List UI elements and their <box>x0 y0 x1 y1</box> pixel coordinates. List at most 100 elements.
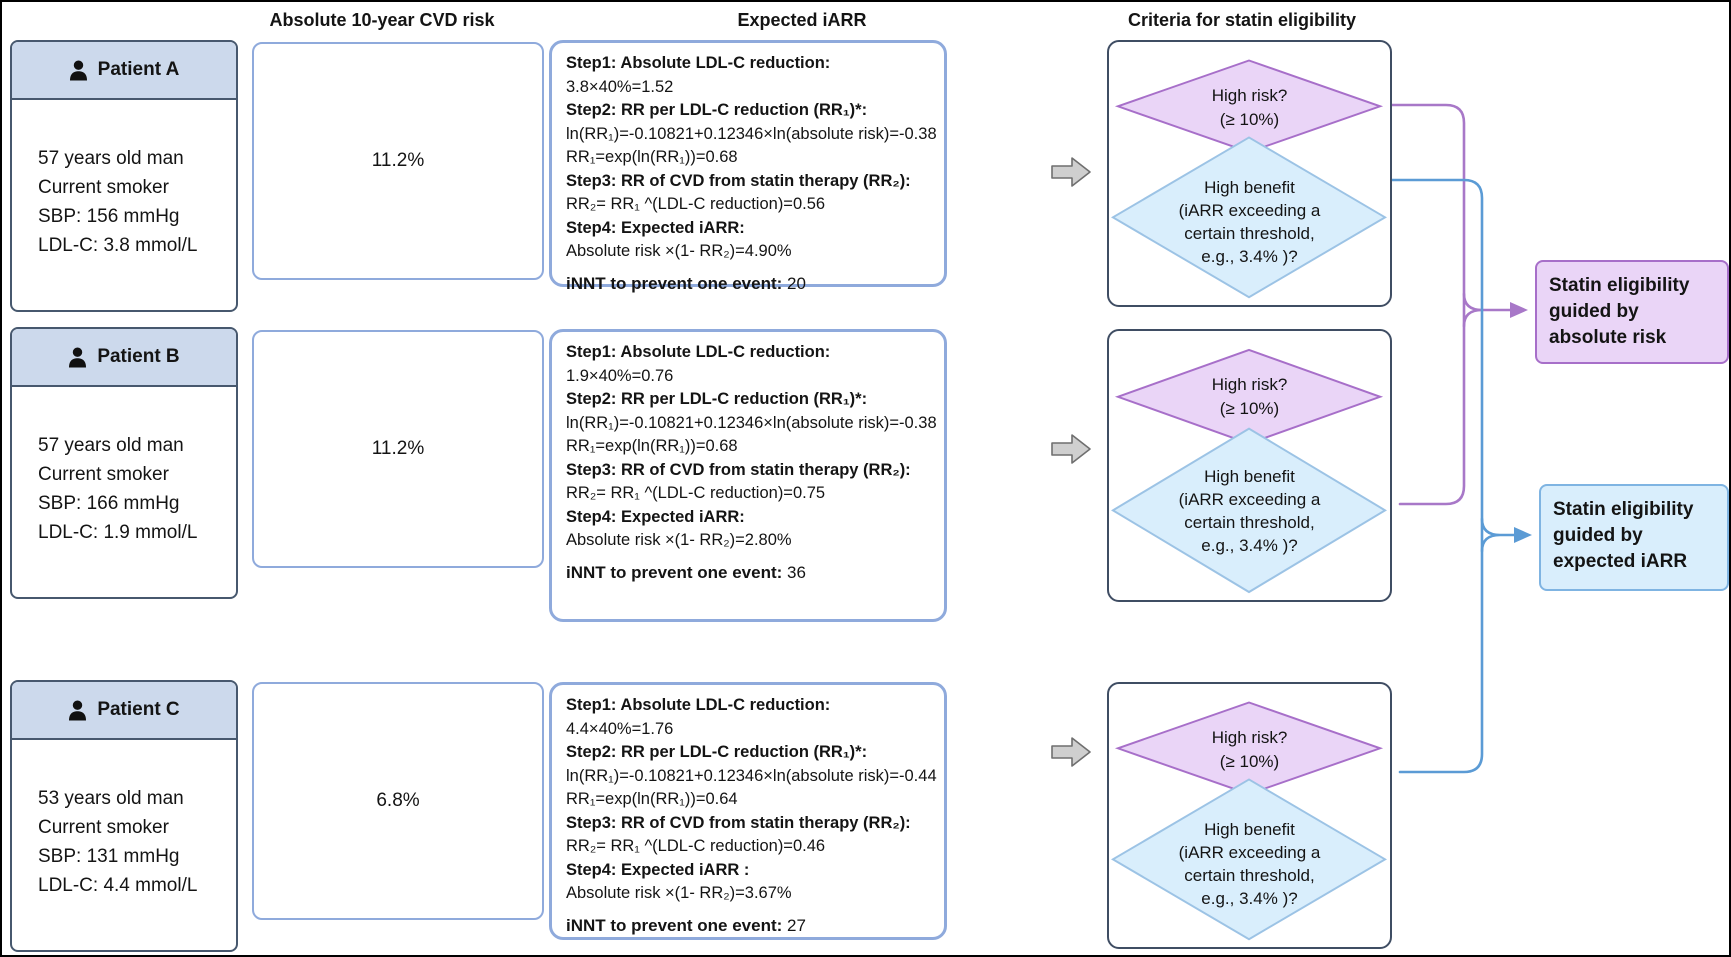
outcome-line: guided by <box>1553 525 1643 546</box>
iarr-step-line: Step4: Expected iARR: <box>566 218 745 237</box>
risk-value: 11.2% <box>371 150 425 171</box>
risk-box: 11.2% <box>252 42 544 280</box>
patient-card-header: Patient A <box>12 42 236 100</box>
criteria-diamonds <box>1111 59 1388 299</box>
innt-value: 36 <box>787 562 806 582</box>
iarr-step-line: Absolute risk ×(1- RR₂)=3.67% <box>566 884 792 902</box>
innt-line: iNNT to prevent one event: 27 <box>566 916 940 936</box>
outcome-line: absolute risk <box>1549 327 1667 348</box>
blue-arrowhead <box>1514 527 1532 543</box>
patient-detail-line: SBP: 166 mmHg <box>38 493 180 514</box>
criteria-box: High risk? (≥ 10%) High benefit (iARR exce… <box>1107 329 1392 602</box>
high-benefit-text-line: e.g., 3.4% )? <box>1201 889 1298 908</box>
person-icon <box>68 347 87 368</box>
iarr-step-line: Absolute risk ×(1- RR₂)=2.80% <box>566 531 792 549</box>
patient-name: Patient B <box>97 346 180 367</box>
patient-card-header: Patient B <box>12 329 236 387</box>
high-benefit-text-line: High benefit <box>1204 467 1295 486</box>
patient-detail-line: SBP: 156 mmHg <box>38 206 180 227</box>
high-benefit-label: High benefit (iARR exceeding a certain thr… <box>1109 465 1390 557</box>
risk-box: 6.8% <box>252 682 544 920</box>
iarr-step-line: 3.8×40%=1.52 <box>566 77 674 96</box>
flow-arrow-icon <box>1051 434 1091 464</box>
innt-label: iNNT to prevent one event: <box>566 562 783 582</box>
patient-detail-line: LDL-C: 4.4 mmol/L <box>38 875 198 896</box>
iarr-step-line: Step3: RR of CVD from statin therapy (RR… <box>566 171 911 190</box>
high-benefit-text-line: e.g., 3.4% )? <box>1201 536 1298 555</box>
high-benefit-text-line: (iARR exceeding a <box>1178 201 1321 220</box>
high-benefit-text-line: High benefit <box>1204 178 1295 197</box>
iarr-box: Step1: Absolute LDL-C reduction:1.9×40%=… <box>549 329 947 622</box>
person-icon <box>68 700 87 721</box>
high-benefit-text-line: certain threshold, <box>1184 513 1315 532</box>
criteria-box: High risk?(≥ 10%) High benefit (iARR exce… <box>1107 40 1392 307</box>
iarr-step-line: Step4: Expected iARR: <box>566 507 745 526</box>
criteria-diamonds <box>1111 348 1388 594</box>
high-risk-text-line: (≥ 10%) <box>1219 399 1280 418</box>
patient-detail-line: SBP: 131 mmHg <box>38 846 180 867</box>
outcome-box-expected-iarr: Statin eligibility guided by expected iA… <box>1539 484 1729 591</box>
outcome-line: guided by <box>1549 301 1639 322</box>
iarr-step-line: RR₁=exp(ln(RR₁))=0.64 <box>566 790 738 808</box>
iarr-step-line: ln(RR₁)=-0.10821+0.12346×ln(absolute ris… <box>566 124 937 143</box>
high-benefit-text-line: certain threshold, <box>1184 224 1315 243</box>
high-risk-text-line: High risk? <box>1211 728 1288 747</box>
iarr-step-line: RR₁=exp(ln(RR₁))=0.68 <box>566 148 738 166</box>
patient-card-header: Patient C <box>12 682 236 740</box>
iarr-step-line: Absolute risk ×(1- RR₂)=4.90% <box>566 242 792 260</box>
high-benefit-diamond <box>1111 778 1388 941</box>
patient-detail-line: LDL-C: 3.8 mmol/L <box>38 235 198 256</box>
iarr-step-line: Step2: RR per LDL-C reduction (RR₁)*: <box>566 743 868 761</box>
patient-detail-line: Current smoker <box>38 817 169 838</box>
purple-arrow-stem <box>1462 292 1514 328</box>
high-benefit-text-line: (iARR exceeding a <box>1178 490 1321 509</box>
high-risk-diamond <box>1114 701 1384 796</box>
innt-line: iNNT to prevent one event: 36 <box>566 563 940 583</box>
patient-name: Patient C <box>97 699 180 720</box>
patient-detail-line: 57 years old man <box>38 435 184 456</box>
high-risk-label: High risk?(≥ 10%) <box>1109 84 1390 132</box>
patient-detail-line: Current smoker <box>38 177 169 198</box>
innt-line: iNNT to prevent one event: 20 <box>566 274 940 294</box>
high-benefit-diamond <box>1111 136 1388 299</box>
iarr-step-line: ln(RR₁)=-0.10821+0.12346×ln(absolute ris… <box>566 766 937 785</box>
iarr-step-line: Step2: RR per LDL-C reduction (RR₁)*: <box>566 390 868 408</box>
person-icon <box>69 60 88 81</box>
iarr-step-line: Step3: RR of CVD from statin therapy (RR… <box>566 460 911 479</box>
iarr-steps: Step1: Absolute LDL-C reduction: 3.8×40%=… <box>566 52 940 264</box>
iarr-step-line: RR₂= RR₁ ^(LDL-C reduction)=0.75 <box>566 484 826 502</box>
risk-value: 11.2% <box>371 438 425 459</box>
high-risk-text-line: High risk? <box>1211 375 1288 394</box>
patient-detail-line: LDL-C: 1.9 mmol/L <box>38 522 198 543</box>
risk-box: 11.2% <box>252 330 544 568</box>
patient-detail-line: 53 years old man <box>38 788 184 809</box>
high-benefit-label: High benefit (iARR exceeding a certain thr… <box>1109 176 1390 268</box>
high-benefit-text-line: certain threshold, <box>1184 866 1315 885</box>
blue-bracket-line <box>1390 178 1484 774</box>
iarr-step-line: Step1: Absolute LDL-C reduction: <box>566 54 831 72</box>
high-risk-text-line: (≥ 10%) <box>1219 752 1280 771</box>
iarr-steps: Step1: Absolute LDL-C reduction:4.4×40%=… <box>566 694 940 906</box>
innt-value: 20 <box>787 273 806 293</box>
innt-value: 27 <box>787 915 806 935</box>
high-benefit-diamond <box>1111 427 1388 594</box>
flow-arrow-icon <box>1051 157 1091 187</box>
column-header-criteria: Criteria for statin eligibility <box>1127 10 1357 30</box>
criteria-diamonds <box>1111 701 1388 941</box>
outcome-line: Statin eligibility <box>1553 499 1694 520</box>
iarr-step-line: Step1: Absolute LDL-C reduction: <box>566 696 831 714</box>
patient-detail-line: Current smoker <box>38 464 169 485</box>
risk-value: 6.8% <box>376 790 420 811</box>
iarr-step-line: Step4: Expected iARR : <box>566 860 750 879</box>
purple-bracket-line <box>1390 103 1466 506</box>
iarr-step-line: RR₁=exp(ln(RR₁))=0.68 <box>566 437 738 455</box>
iarr-step-line: ln(RR₁)=-0.10821+0.12346×ln(absolute ris… <box>566 413 937 432</box>
high-benefit-text-line: e.g., 3.4% )? <box>1201 247 1298 266</box>
iarr-box: Step1: Absolute LDL-C reduction: 3.8×40%=… <box>549 40 947 293</box>
